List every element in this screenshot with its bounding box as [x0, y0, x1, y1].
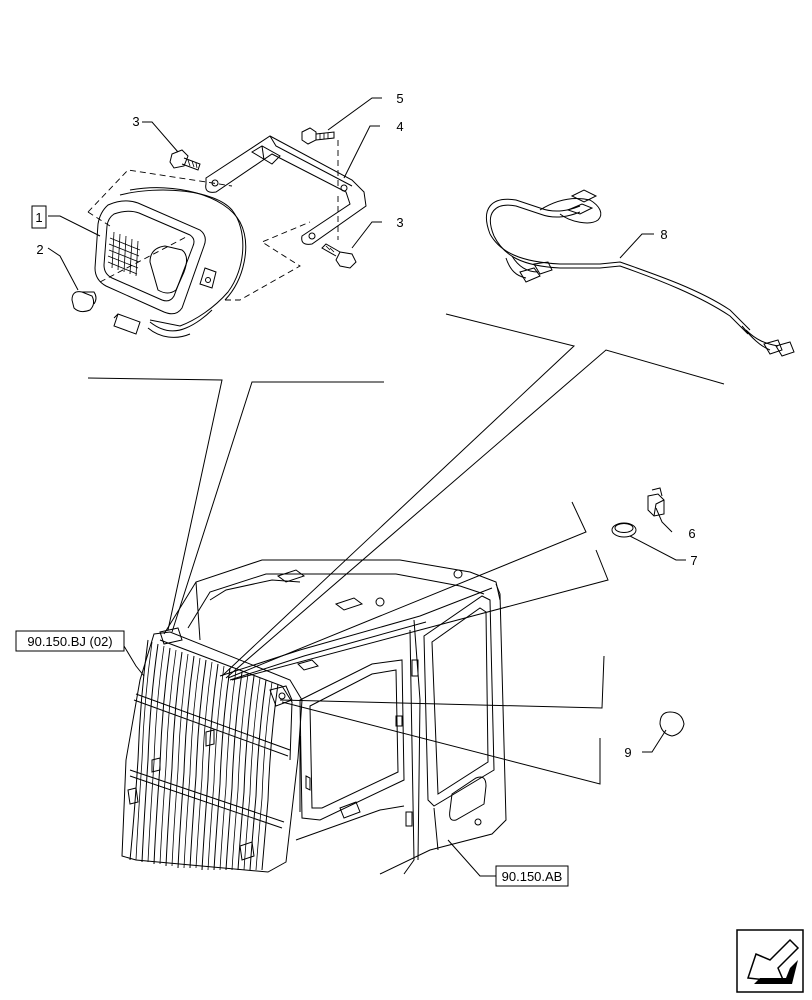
arrow-next-icon[interactable] — [736, 929, 804, 993]
callout-3-upper: 3 — [132, 114, 139, 129]
reference-labels: 90.150.BJ (02) 90.150.AB — [15, 630, 569, 887]
callout-5: 5 — [396, 91, 403, 106]
callout-4: 4 — [396, 119, 403, 134]
bolt-top-5 — [301, 127, 335, 145]
callout-6: 6 — [688, 526, 695, 541]
callout-1-box — [31, 205, 47, 229]
wire-harness-part — [485, 189, 795, 357]
callout-8: 8 — [660, 227, 667, 242]
bracket-part — [205, 135, 367, 245]
front-guard — [121, 627, 303, 873]
work-light — [94, 187, 247, 338]
assembly-guide-lines — [87, 140, 339, 301]
leader-lines — [87, 313, 725, 785]
cab-structure — [163, 559, 507, 875]
grommet-part — [611, 522, 637, 538]
callout-labels: 1 2 3 3 4 5 6 7 8 9 — [31, 91, 698, 760]
ref-ab-box[interactable] — [495, 865, 569, 887]
callout-leaders — [47, 97, 686, 877]
callout-1: 1 — [35, 210, 42, 225]
bulb-part — [71, 291, 97, 313]
callout-2: 2 — [36, 242, 43, 257]
callout-9: 9 — [624, 745, 631, 760]
ref-ab-label[interactable]: 90.150.AB — [502, 869, 563, 884]
clip-part — [647, 487, 665, 517]
bolt-upper — [169, 149, 201, 171]
bolt-lower — [321, 243, 357, 269]
callout-7: 7 — [690, 553, 697, 568]
cap-part — [659, 711, 685, 737]
ref-bj-label[interactable]: 90.150.BJ (02) — [27, 634, 112, 649]
callout-3-lower: 3 — [396, 215, 403, 230]
ref-bj-box[interactable] — [15, 630, 125, 652]
